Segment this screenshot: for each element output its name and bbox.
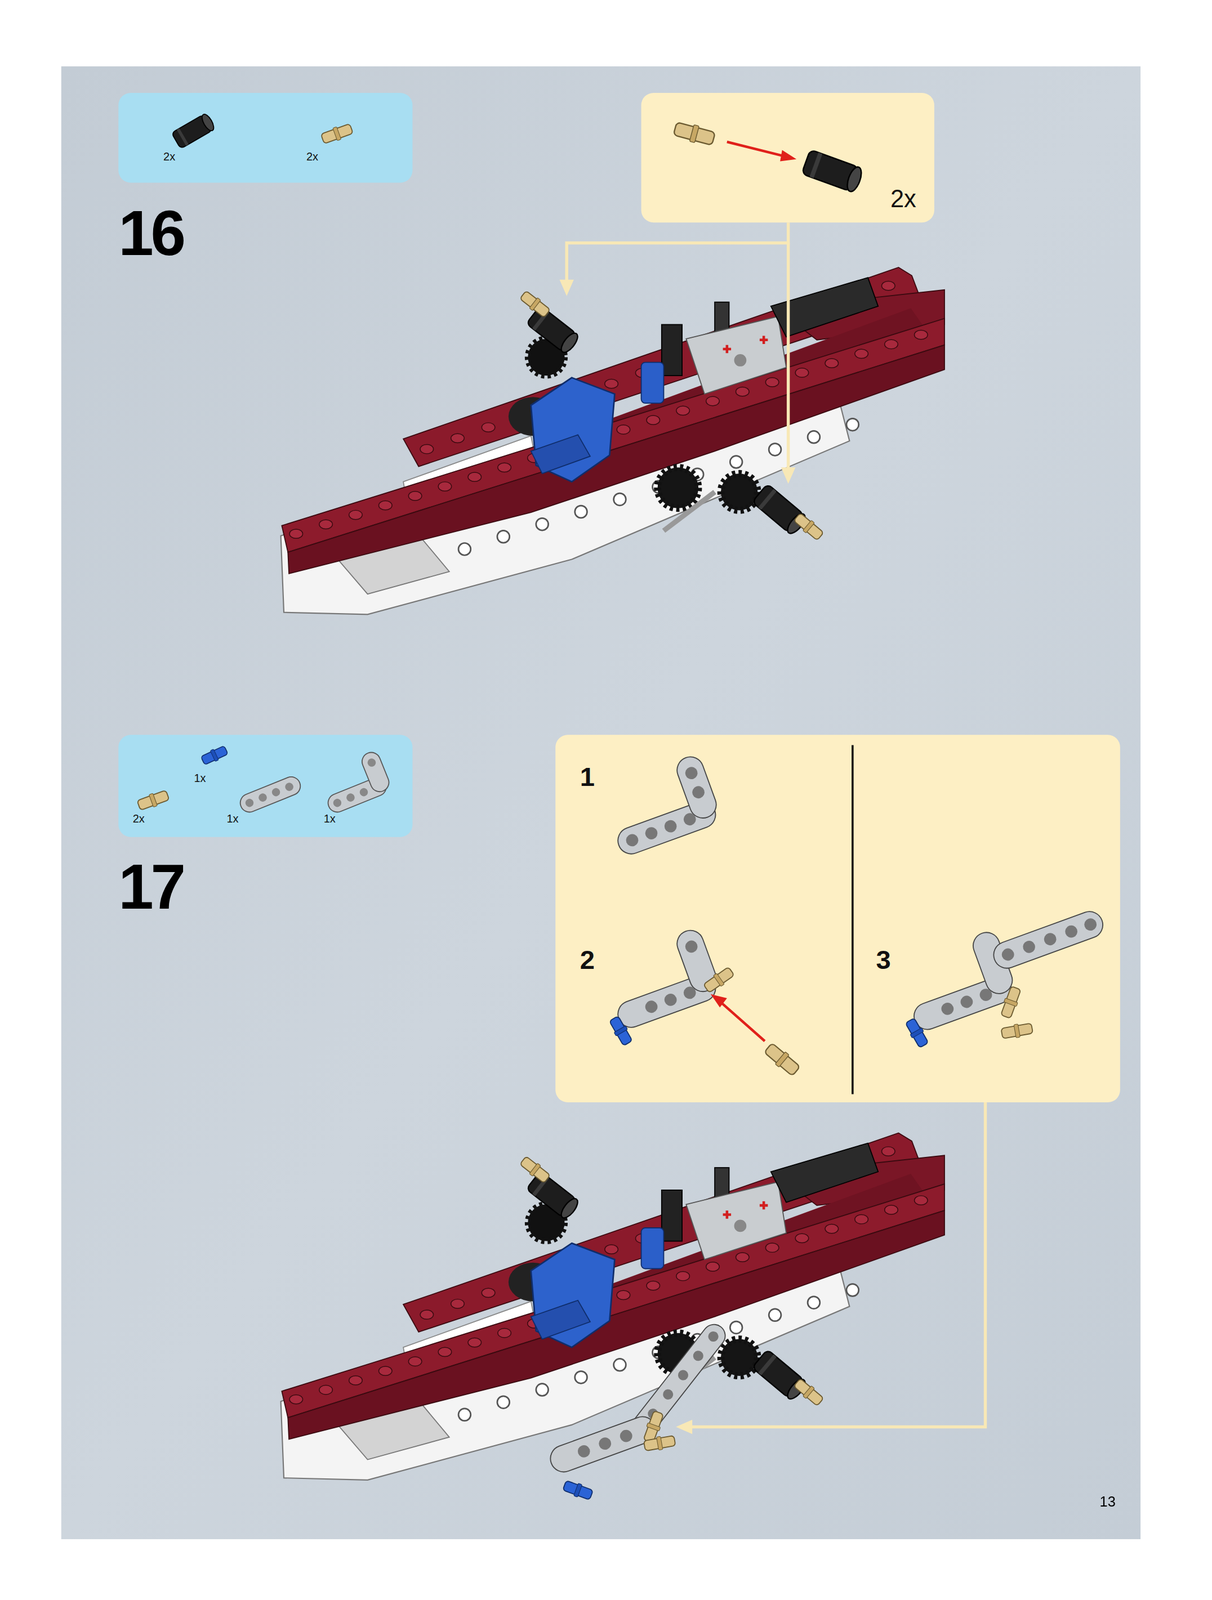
sub-step-number: 2 <box>580 946 595 974</box>
sub-assembly-callout: 1 2 3 <box>555 734 1121 1103</box>
parts-icons <box>118 92 413 184</box>
step-number: 17 <box>118 855 183 919</box>
step-number: 16 <box>118 202 183 266</box>
callout-art <box>555 734 1121 1103</box>
quantity-label: 2x <box>306 150 319 163</box>
quantity-label: 1x <box>193 772 206 784</box>
added-sub-assembly <box>546 1320 730 1503</box>
divider <box>851 745 854 1095</box>
insert-arrow <box>720 1002 765 1042</box>
parts-list-box: 2x 2x <box>118 92 413 184</box>
page-number: 13 <box>1099 1494 1116 1509</box>
quantity-label: 2x <box>132 813 145 826</box>
quantity-label: 2x <box>890 186 917 212</box>
quantity-label: 1x <box>323 813 336 826</box>
parts-list-box: 1x 2x 1x 1x <box>118 734 413 837</box>
sub-assembly-callout: 2x <box>641 92 935 223</box>
sub-step-number: 1 <box>580 763 595 791</box>
page-ground <box>61 66 1141 1540</box>
quantity-label: 2x <box>163 150 176 163</box>
callout-art <box>641 92 935 223</box>
model-step-16 <box>281 267 945 615</box>
parts-icons <box>118 734 413 837</box>
insert-arrow <box>727 141 785 157</box>
quantity-label: 1x <box>226 813 239 826</box>
sub-step-number: 3 <box>876 946 891 974</box>
